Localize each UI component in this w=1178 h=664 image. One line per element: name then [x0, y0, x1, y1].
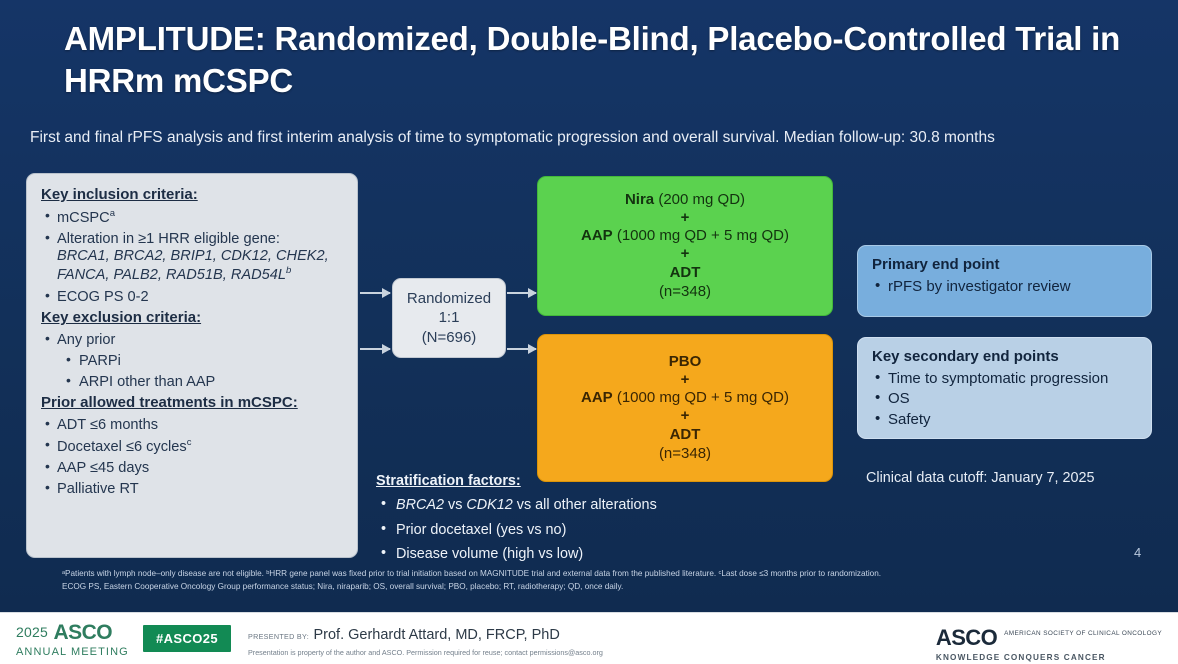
- secondary-endpoint-item-safety: Safety: [872, 409, 1139, 430]
- control-arm-combo: AAP: [581, 389, 613, 407]
- prior-item-palliative-rt: Palliative RT: [41, 479, 345, 498]
- experimental-arm-plus-2: +: [680, 245, 690, 262]
- asco-org-logo: ASCO AMERICAN SOCIETY OF CLINICAL ONCOLO…: [935, 625, 1162, 663]
- meeting-mark: ASCO: [53, 621, 113, 644]
- experimental-arm-combo-line: AAP (1000 mg QD + 5 mg QD): [581, 226, 789, 246]
- exclusion-subitem-arpi: ARPI other than AAP: [41, 372, 345, 391]
- exclusion-item-any-prior: Any prior: [41, 330, 345, 349]
- stratification-item-disease-volume: Disease volume (high vs low): [376, 544, 736, 564]
- experimental-arm-plus-1: +: [680, 208, 690, 226]
- primary-endpoint-heading: Primary end point: [872, 256, 1000, 273]
- presented-by-label: PRESENTED BY:: [248, 632, 310, 641]
- footnote-line-1: ᵃPatients with lymph node–only disease a…: [62, 569, 882, 578]
- experimental-arm-combo: AAP: [581, 227, 613, 245]
- secondary-endpoints-heading: Key secondary end points: [872, 348, 1059, 365]
- secondary-endpoint-item-tsp: Time to symptomatic progression: [872, 368, 1139, 389]
- page-title: AMPLITUDE: Randomized, Double-Blind, Pla…: [64, 20, 1121, 99]
- experimental-arm-combo-dose: (1000 mg QD + 5 mg QD): [616, 227, 789, 245]
- stratification-factors: Stratification factors: BRCA2 vs CDK12 v…: [376, 472, 736, 569]
- arrow-randomization-to-experimental-arm: [507, 288, 537, 298]
- permission-notice: Presentation is property of the author a…: [248, 648, 603, 657]
- secondary-endpoints-box: Key secondary end points Time to symptom…: [857, 337, 1152, 439]
- randomization-ratio: 1:1: [438, 309, 460, 327]
- stratification-heading: Stratification factors:: [376, 473, 521, 489]
- inclusion-item-alteration-label: Alteration in ≥1 HRR eligible gene:: [57, 230, 280, 247]
- control-arm-n: (n=348): [658, 445, 712, 463]
- control-arm-combo-dose: (1000 mg QD + 5 mg QD): [616, 389, 789, 407]
- inclusion-item-alteration: Alteration in ≥1 HRR eligible gene: BRCA…: [41, 229, 345, 286]
- slide-page-number: 4: [1134, 545, 1142, 560]
- experimental-arm-backbone: ADT: [669, 263, 701, 281]
- experimental-arm-n: (n=348): [658, 283, 712, 301]
- randomization-box: Randomized 1:1 (N=696): [392, 278, 506, 358]
- primary-endpoint-box: Primary end point rPFS by investigator r…: [857, 245, 1152, 317]
- treatment-arm-control: PBO + AAP (1000 mg QD + 5 mg QD) + ADT (…: [537, 334, 833, 482]
- eligibility-criteria-box: Key inclusion criteria: mCSPCa Alteratio…: [26, 173, 358, 558]
- presenter-name: Prof. Gerhardt Attard, MD, FRCP, PhD: [313, 627, 560, 643]
- inclusion-criteria-heading: Key inclusion criteria:: [41, 186, 198, 203]
- asco-org-name: AMERICAN SOCIETY OF CLINICAL ONCOLOGY: [1004, 630, 1162, 637]
- hrr-gene-list: BRCA1, BRCA2, BRIP1, CDK12, CHEK2, FANCA…: [57, 247, 329, 284]
- arrow-randomization-to-control-arm: [507, 344, 537, 354]
- prior-item-docetaxel: Docetaxel ≤6 cyclesc: [41, 436, 345, 456]
- randomization-label: Randomized: [406, 290, 492, 308]
- asco-org-mark: ASCO: [935, 625, 998, 650]
- footer-bar: 2025 ASCO ANNUAL MEETING #ASCO25 PRESENT…: [0, 612, 1178, 664]
- arrow-criteria-to-randomization-top: [360, 288, 391, 298]
- experimental-arm-drug: Nira: [624, 190, 655, 208]
- randomization-total: (N=696): [421, 328, 477, 346]
- slide-canvas: AMPLITUDE: Randomized, Double-Blind, Pla…: [0, 0, 1178, 612]
- footnotes: ᵃPatients with lymph node–only disease a…: [62, 568, 1122, 593]
- secondary-endpoint-item-os: OS: [872, 388, 1139, 409]
- primary-endpoint-item-rpfs: rPFS by investigator review: [872, 276, 1139, 297]
- prior-item-adt: ADT ≤6 months: [41, 415, 345, 434]
- control-arm-combo-line: AAP (1000 mg QD + 5 mg QD): [581, 388, 789, 408]
- stratification-item-genes: BRCA2 vs CDK12 vs all other alterations: [376, 495, 736, 515]
- clinical-data-cutoff: Clinical data cutoff: January 7, 2025: [866, 470, 1095, 486]
- inclusion-item-mcspc: mCSPCa: [41, 207, 345, 227]
- arrow-criteria-to-randomization-bottom: [360, 344, 391, 354]
- experimental-arm-drug-dose: (200 mg QD): [658, 190, 746, 208]
- control-arm-plus-2: +: [680, 407, 690, 424]
- meeting-year: 2025: [16, 624, 48, 640]
- control-arm-plus-1: +: [680, 370, 690, 388]
- asco-org-tagline: KNOWLEDGE CONQUERS CANCER: [935, 653, 1106, 662]
- exclusion-criteria-heading: Key exclusion criteria:: [41, 309, 202, 327]
- inclusion-item-ecog: ECOG PS 0-2: [41, 287, 345, 306]
- exclusion-subitem-parpi: PARPi: [41, 351, 345, 370]
- control-arm-drug-line: PBO: [669, 352, 702, 372]
- control-arm-backbone: ADT: [669, 425, 701, 443]
- prior-item-aap: AAP ≤45 days: [41, 458, 345, 477]
- experimental-arm-drug-line: Nira (200 mg QD): [625, 190, 745, 210]
- treatment-arm-experimental: Nira (200 mg QD) + AAP (1000 mg QD + 5 m…: [537, 176, 833, 316]
- footnote-line-2: ECOG PS, Eastern Cooperative Oncology Gr…: [62, 581, 624, 591]
- control-arm-drug: PBO: [668, 352, 702, 370]
- slide-subtitle: First and final rPFS analysis and first …: [30, 129, 995, 146]
- stratification-item-docetaxel: Prior docetaxel (yes vs no): [376, 520, 736, 540]
- presenter-block: PRESENTED BY: Prof. Gerhardt Attard, MD,…: [248, 626, 603, 657]
- hashtag-badge: #ASCO25: [143, 625, 232, 652]
- meeting-subtitle: ANNUAL MEETING: [16, 646, 129, 658]
- prior-treatments-heading: Prior allowed treatments in mCSPC:: [41, 394, 298, 412]
- asco-annual-meeting-logo: 2025 ASCO ANNUAL MEETING: [16, 622, 129, 658]
